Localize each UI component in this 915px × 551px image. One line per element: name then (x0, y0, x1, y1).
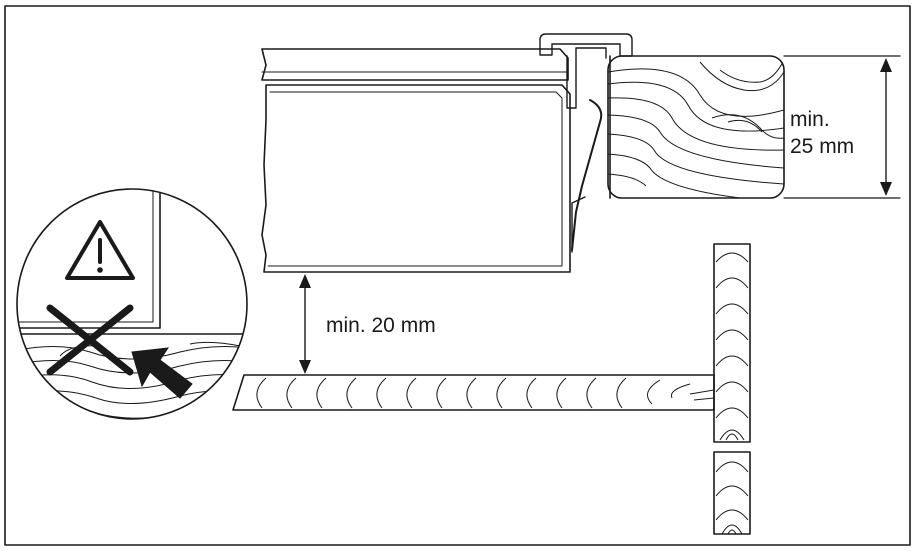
diagram-frame (4, 5, 911, 546)
trim-frame (539, 33, 633, 253)
worktop (607, 55, 785, 199)
trim-profile (539, 33, 633, 57)
intermediate-shelf (232, 374, 715, 411)
appliance (261, 48, 571, 273)
top-clearance-label-line2: 25 mm (790, 135, 854, 158)
glass-top (261, 48, 569, 81)
arrow-icon (131, 347, 193, 399)
warning-triangle-icon (65, 220, 135, 280)
top-clearance-dimension: min. 25 mm (783, 55, 901, 199)
top-clearance-label-line1: min. (790, 108, 830, 131)
bottom-clearance-label: min. 20 mm (326, 314, 436, 337)
appliance-body (261, 84, 571, 273)
cabinet-side (713, 243, 751, 535)
warning-inset (16, 188, 248, 420)
cross-icon (46, 304, 134, 376)
bottom-clearance-dimension: min. 20 mm (299, 274, 436, 374)
clamp-spring (571, 99, 603, 251)
